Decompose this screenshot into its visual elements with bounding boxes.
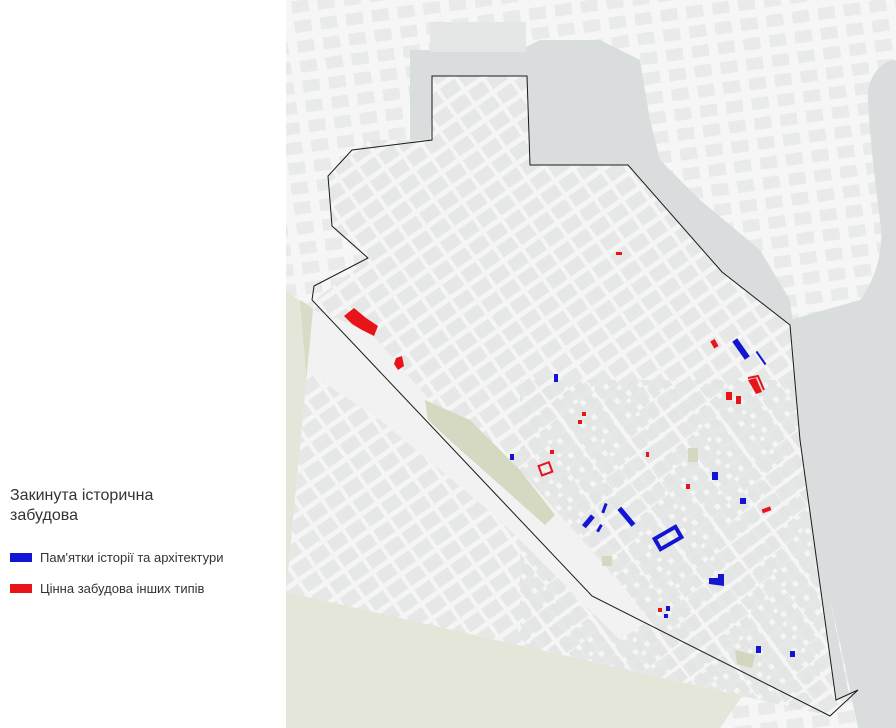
legend-swatch-red bbox=[10, 583, 32, 593]
monument-buildings bbox=[510, 338, 795, 657]
legend-label-monuments: Пам'ятки історії та архітектури bbox=[40, 549, 224, 565]
legend-title: Закинута історична забудова bbox=[10, 486, 280, 526]
legend-label-valuable: Цінна забудова інших типів bbox=[40, 580, 205, 596]
legend-title-line-1: Закинута історична bbox=[10, 487, 154, 504]
river-water bbox=[790, 60, 896, 728]
legend-swatch-blue bbox=[10, 552, 32, 562]
valuable-frames bbox=[537, 374, 765, 477]
district-boundary bbox=[311, 75, 859, 717]
map-legend: Закинута історична забудова Пам'ятки іст… bbox=[10, 486, 280, 610]
monument-frame bbox=[651, 524, 685, 552]
map-panel bbox=[286, 0, 896, 728]
legend-title-line-2: забудова bbox=[10, 507, 78, 524]
city-map bbox=[286, 0, 896, 728]
valuable-buildings bbox=[344, 252, 772, 612]
legend-item-valuable: Цінна забудова інших типів bbox=[10, 579, 280, 597]
legend-item-monuments: Пам'ятки історії та архітектури bbox=[10, 548, 280, 566]
